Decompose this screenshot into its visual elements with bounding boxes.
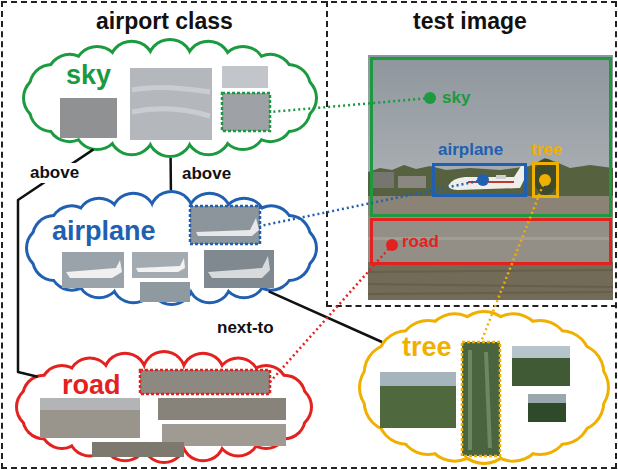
- sky-thumb: [130, 68, 212, 140]
- road-thumb-selected: [140, 370, 270, 394]
- road-thumb: [162, 424, 286, 446]
- airplane-shape: [208, 256, 270, 278]
- cloud-outline: [358, 310, 610, 465]
- tree-thumb: [380, 372, 456, 386]
- region-box: airplane: [432, 163, 527, 197]
- text-anchor: above: [180, 164, 233, 184]
- match-line: [481, 198, 538, 342]
- cloud-label: tree: [402, 332, 452, 363]
- airplane-thumb: [204, 250, 274, 288]
- leader-line: [370, 98, 430, 103]
- text-anchor: airplane: [438, 140, 503, 160]
- cloud-node: sky: [22, 38, 318, 158]
- relation-line: [269, 291, 382, 342]
- cloud-node: airplane: [25, 190, 318, 306]
- airplane-thumb: [140, 282, 190, 302]
- region-box: sky: [370, 57, 612, 217]
- match-line: [270, 265, 374, 382]
- photo-ground: [368, 55, 613, 300]
- cloud-label: road: [62, 370, 121, 401]
- photo-treeline: [368, 158, 613, 196]
- tree-thumb: [512, 346, 570, 358]
- cloud-label: airplane: [52, 216, 156, 247]
- photo-airplane-stripe: [468, 181, 514, 183]
- region-box: road: [370, 218, 612, 265]
- sky-thumb-selected: [222, 93, 270, 131]
- relation-label: next-to: [215, 318, 276, 338]
- cloud-label: sky: [66, 60, 111, 91]
- relation-line: [169, 158, 172, 190]
- tree-thumb: [380, 372, 456, 428]
- node-label: sky: [442, 88, 470, 108]
- airplane-thumb-selected: [190, 206, 260, 244]
- photo-grass-texture: [368, 270, 613, 294]
- tree-texture: [470, 350, 490, 450]
- node-label: test image: [413, 8, 527, 35]
- airplane-shape: [66, 260, 122, 278]
- node-label: airplane: [438, 140, 503, 160]
- tree-thumb: [528, 394, 566, 403]
- sky-thumb: [222, 66, 268, 88]
- photo-apron: [368, 196, 613, 216]
- road-thumb: [158, 398, 286, 420]
- photo-road: [368, 216, 613, 262]
- airplane-shape: [196, 218, 259, 236]
- airplane-thumb: [132, 252, 188, 278]
- cloud-outline: [22, 38, 318, 158]
- text-anchor: road: [62, 370, 121, 401]
- text-anchor: above: [28, 163, 81, 183]
- text-anchor: road: [402, 232, 439, 252]
- region-dot: [477, 174, 489, 186]
- relation-label: above: [28, 163, 81, 183]
- photo-airplane: [448, 166, 526, 190]
- relation-line: [18, 149, 94, 376]
- photo-grass: [368, 262, 613, 300]
- road-thumb: [92, 442, 184, 457]
- region-dot: [424, 92, 436, 104]
- photo-building: [372, 172, 394, 188]
- road-thumb: [40, 398, 140, 410]
- cloud-node: road: [15, 350, 313, 464]
- region-dot: [539, 174, 551, 186]
- photo-building: [398, 176, 426, 188]
- region-box: tree: [532, 162, 559, 198]
- text-anchor: airport class: [96, 8, 233, 35]
- node-label: airport class: [96, 8, 233, 35]
- node-label: tree: [531, 140, 562, 160]
- text-anchor: next-to: [215, 318, 276, 338]
- cloud-outline: [15, 350, 313, 464]
- photo-airplane-engine: [496, 175, 506, 179]
- road-thumb: [40, 398, 140, 438]
- text-anchor: sky: [66, 60, 111, 91]
- cloud-outline: [25, 190, 318, 306]
- sky-thumb: [60, 98, 117, 138]
- region-dot: [386, 239, 398, 251]
- leader-line: [432, 180, 483, 191]
- text-anchor: airplane: [52, 216, 156, 247]
- match-line: [260, 191, 432, 227]
- image-panel: test imageskyairplanetreeroad: [326, 1, 617, 307]
- text-anchor: test image: [413, 8, 527, 35]
- airplane-shape: [136, 258, 185, 272]
- photo-sky: [368, 55, 613, 180]
- text-anchor: tree: [531, 140, 562, 160]
- cloud-node: tree: [358, 310, 610, 465]
- text-anchor: sky: [442, 88, 470, 108]
- airplane-thumb: [62, 252, 124, 288]
- tree-thumb: [512, 346, 570, 386]
- leader-line: [374, 245, 392, 265]
- tree-thumb: [528, 394, 566, 422]
- sky-thumb-texture: [132, 87, 210, 116]
- text-anchor: tree: [402, 332, 452, 363]
- match-line: [270, 103, 370, 112]
- relation-label: above: [180, 164, 233, 184]
- node-label: road: [402, 232, 439, 252]
- tree-thumb-selected: [462, 342, 500, 456]
